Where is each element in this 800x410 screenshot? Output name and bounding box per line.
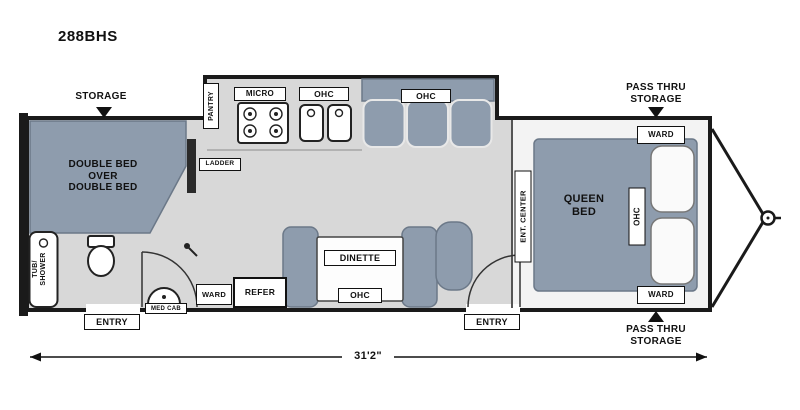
ohc-dinette-label: OHC [338, 288, 382, 303]
med-cab-label: MED CAB [145, 303, 187, 314]
burner-dot [274, 112, 278, 116]
storage-front-label: STORAGE [75, 91, 127, 102]
burner-icon [243, 124, 257, 138]
hitch-pin-icon [766, 216, 770, 220]
burner-dot [248, 112, 252, 116]
ward-top-label: WARD [637, 126, 685, 144]
tongue-frame-bottom [710, 221, 765, 308]
sink-faucet-icon [306, 108, 316, 118]
ohc-sofa-label: OHC [401, 89, 451, 103]
sofa-cushion [449, 99, 493, 148]
queen-bed-label: QUEEN BED [563, 193, 605, 218]
entry-left-opening [86, 304, 140, 313]
model-number: 288BHS [58, 28, 118, 45]
entry-mid-label: ENTRY [464, 314, 520, 330]
door-knob-icon [184, 243, 190, 249]
ohc-kitchen-label: OHC [299, 87, 349, 101]
pass-thru-top-arrow-icon [648, 107, 664, 118]
dinette-bench-right [401, 226, 438, 308]
pillow [650, 145, 695, 213]
burner-icon [269, 107, 283, 121]
entry-mid-opening [466, 304, 520, 313]
toilet-bowl [87, 245, 115, 277]
bunk-bed [29, 120, 187, 234]
burner-dot [248, 129, 252, 133]
ward-kitchen-label: WARD [196, 284, 232, 305]
burner-icon [269, 124, 283, 138]
sofa-cushion [362, 99, 406, 148]
bunk-bed-label: DOUBLE BED OVER DOUBLE BED [68, 159, 138, 193]
dinette-bench-left [282, 226, 319, 308]
pass-thru-top-label: PASS THRU STORAGE [626, 82, 686, 105]
dimension-arrow-right [696, 352, 707, 362]
pantry-label: PANTRY [203, 83, 219, 129]
sink-basin-left [299, 104, 324, 142]
length-dimension-label: 31'2" [342, 348, 394, 365]
sofa-cushion [406, 99, 449, 148]
rear-bumper [19, 113, 28, 316]
shower-head-icon [38, 238, 49, 248]
pillow [650, 217, 695, 285]
burner-dot [274, 129, 278, 133]
sink-basin-right [327, 104, 352, 142]
entry-left-label: ENTRY [84, 314, 140, 330]
ladder-label: LADDER [199, 158, 241, 171]
micro-label: MICRO [234, 87, 286, 101]
stove-cooktop [237, 102, 289, 144]
tub-shower-label: TUB/ SHOWER [32, 252, 48, 286]
storage-arrow-icon [96, 107, 112, 118]
tongue-frame-top [710, 128, 765, 215]
sink-faucet-dot [162, 295, 166, 299]
pass-thru-bottom-label: PASS THRU STORAGE [626, 324, 686, 347]
entry-mid-door-arc [467, 254, 521, 308]
ladder-icon [187, 139, 196, 193]
dimension-arrow-left [30, 352, 41, 362]
ohc-bed-label: OHC [628, 187, 646, 246]
tub-shower-fixture [28, 231, 59, 308]
refer-label: REFER [233, 277, 287, 308]
sink-faucet-icon [334, 108, 344, 118]
pass-thru-bottom-arrow-icon [648, 311, 664, 322]
chair [435, 221, 473, 291]
door-knob-stem [188, 247, 198, 257]
entry-left-door-arc [141, 251, 198, 308]
burner-icon [243, 107, 257, 121]
ward-bottom-label: WARD [637, 286, 685, 304]
dinette-label: DINETTE [324, 250, 396, 266]
ent-center-label: ENT. CENTER [514, 170, 532, 263]
